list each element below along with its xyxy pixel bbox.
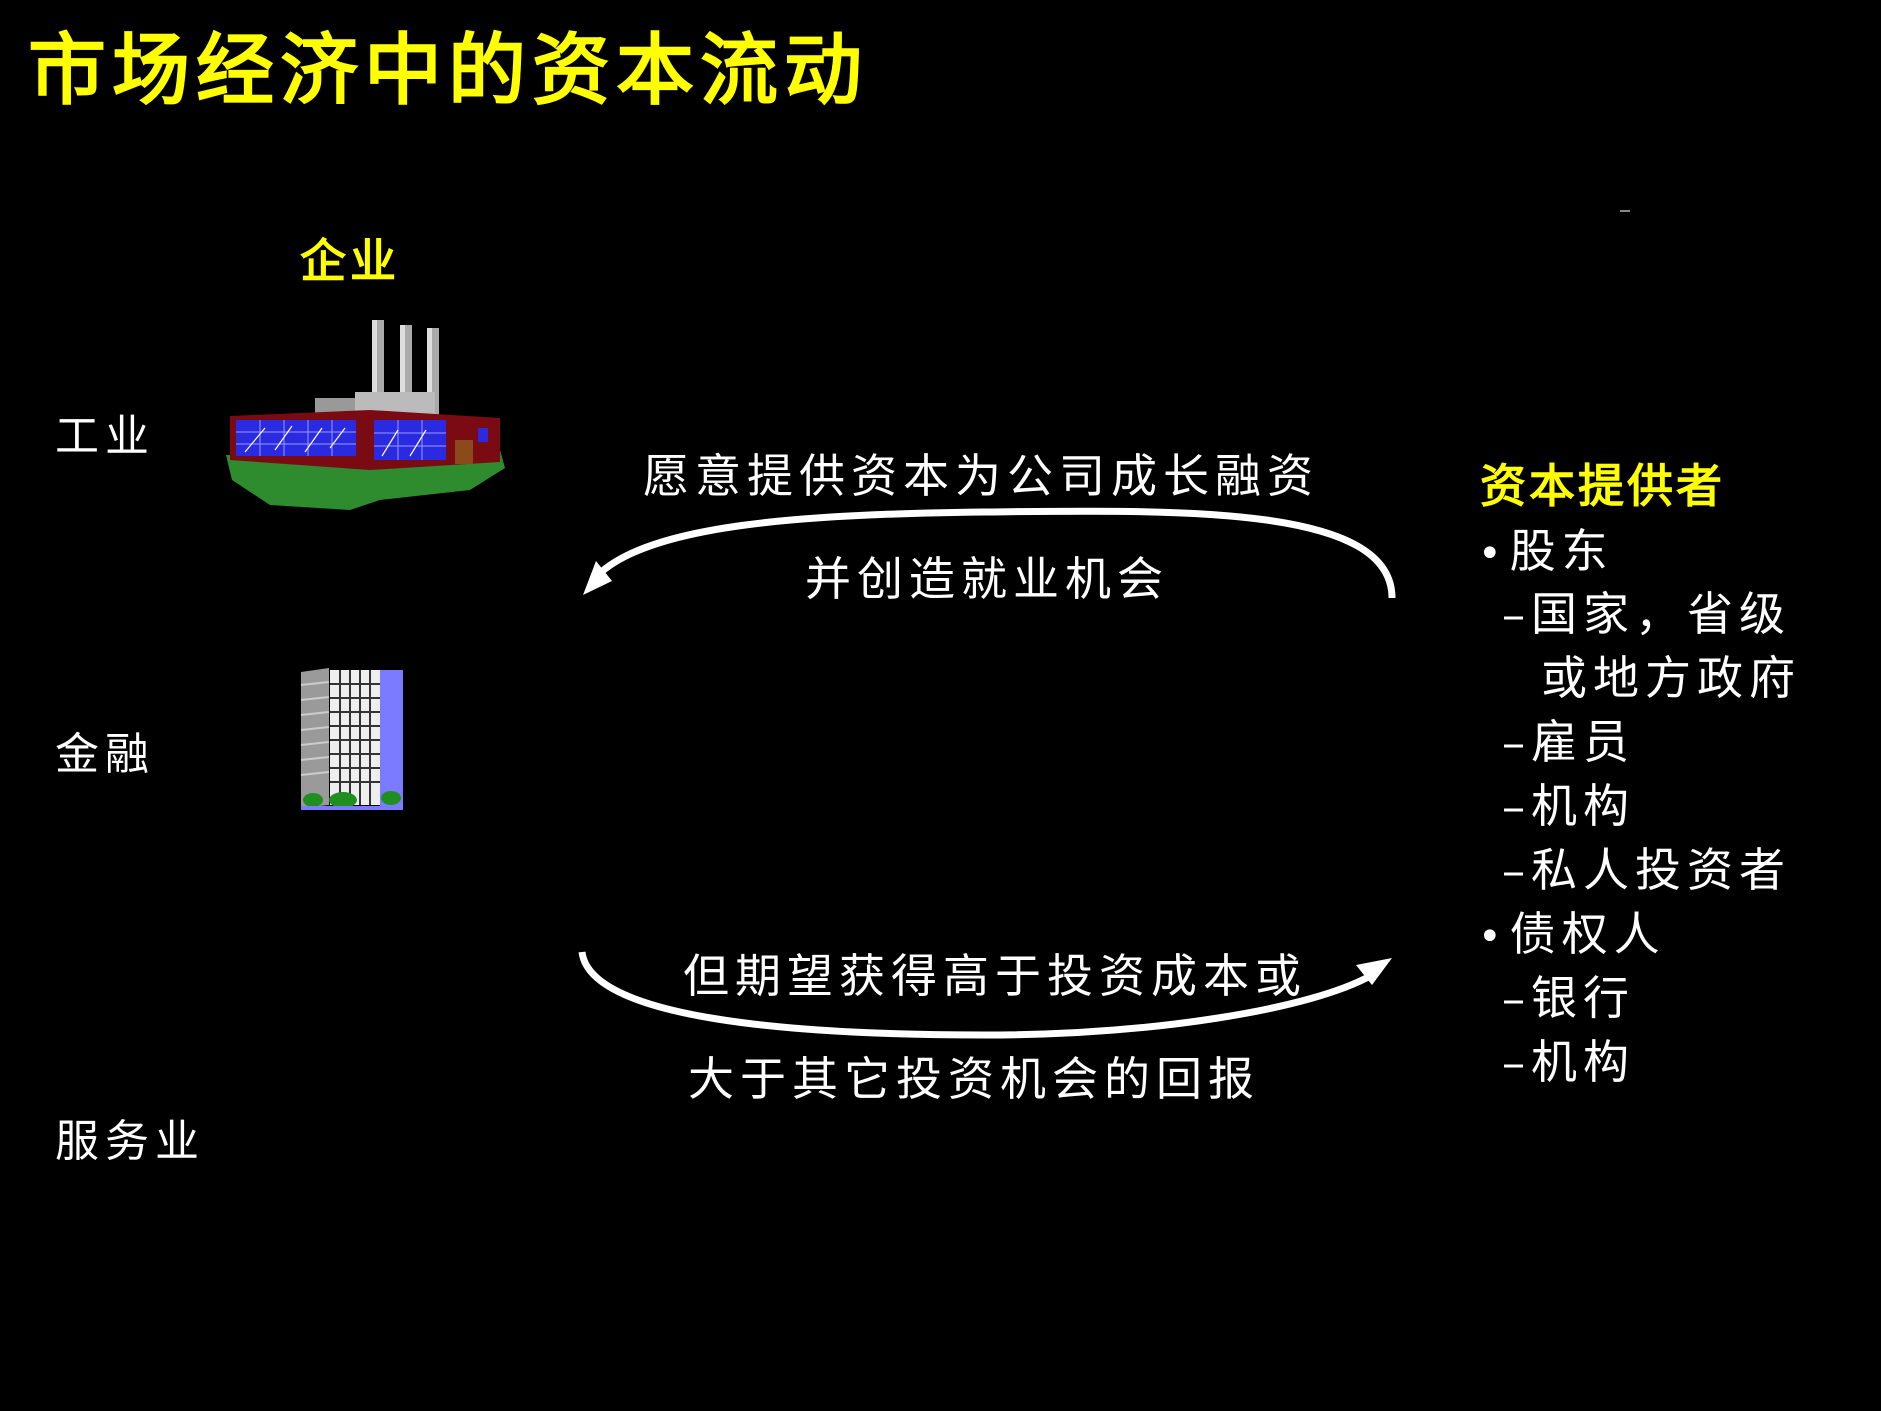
- decorative-dash: [1620, 210, 1630, 212]
- dash-icon: –: [1502, 1035, 1531, 1089]
- flow-bottom-line-2: 大于其它投资机会的回报: [688, 1052, 1260, 1106]
- provider-item-private-investors: –私人投资者: [1502, 843, 1791, 897]
- provider-item-government-cont: 或地方政府: [1541, 651, 1801, 705]
- provider-item-creditors: •债权人: [1478, 907, 1666, 961]
- flow-top-line-2: 并创造就业机会: [805, 552, 1169, 606]
- provider-item-employees: –雇员: [1502, 715, 1635, 769]
- flow-bottom-line-1: 但期望获得高于投资成本或: [683, 949, 1307, 1003]
- dash-icon: –: [1502, 779, 1531, 833]
- bullet-icon: •: [1478, 531, 1508, 577]
- dash-icon: –: [1502, 715, 1531, 769]
- provider-item-banks: –银行: [1502, 971, 1635, 1025]
- slide-title: 市场经济中的资本流动: [28, 26, 869, 116]
- sector-label-finance: 金融: [55, 729, 155, 780]
- providers-heading: 资本提供者: [1480, 459, 1725, 513]
- dash-icon: –: [1502, 587, 1531, 641]
- dash-icon: –: [1502, 971, 1531, 1025]
- provider-item-institutions: –机构: [1502, 779, 1635, 833]
- sector-label-service: 服务业: [55, 1116, 205, 1167]
- enterprise-heading: 企业: [300, 234, 400, 288]
- provider-item-government: –国家，省级: [1502, 587, 1791, 641]
- flow-top-line-1: 愿意提供资本为公司成长融资: [643, 449, 1319, 503]
- bullet-icon: •: [1478, 914, 1508, 960]
- provider-item-institutions-2: –机构: [1502, 1035, 1635, 1089]
- sector-label-industry: 工业: [55, 411, 155, 462]
- dash-icon: –: [1502, 843, 1531, 897]
- provider-item-shareholders: •股东: [1478, 524, 1614, 578]
